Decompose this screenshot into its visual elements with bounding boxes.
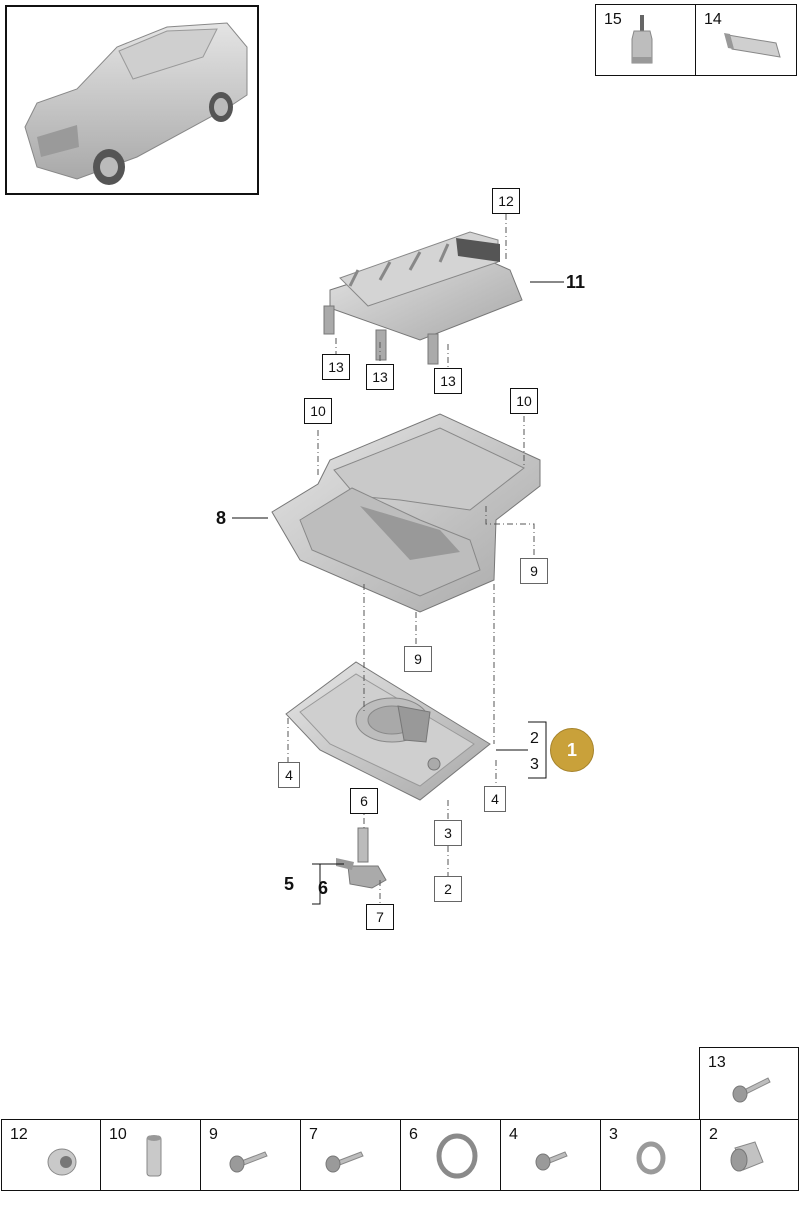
part-number: 4: [509, 1126, 518, 1143]
callout-6a[interactable]: 6: [350, 788, 378, 814]
sleeve-icon: [146, 1135, 162, 1177]
bolt-icon: [325, 1151, 364, 1173]
callout-3a[interactable]: 3: [530, 756, 539, 773]
callout-4b[interactable]: 4: [484, 786, 506, 812]
sealant-tube-icon: [724, 33, 781, 58]
oil-baffle-part: [323, 231, 523, 365]
part-thumb-7[interactable]: 7: [300, 1119, 401, 1191]
part-thumb-2[interactable]: 2: [700, 1119, 799, 1191]
callout-9b[interactable]: 9: [404, 646, 432, 672]
parts-legend-row: 12 10 9 7 6 4: [0, 1119, 800, 1191]
part-number: 12: [10, 1126, 28, 1143]
part-number: 14: [704, 11, 722, 28]
part-thumb-9[interactable]: 9: [200, 1119, 301, 1191]
callout-6b[interactable]: 6: [318, 878, 329, 898]
part-number: 9: [209, 1126, 218, 1143]
callout-1-badge[interactable]: 1: [550, 728, 594, 772]
part-thumb-6[interactable]: 6: [400, 1119, 501, 1191]
sealant-bottle-icon: [631, 15, 653, 64]
callout-5[interactable]: 5: [284, 874, 295, 894]
part-thumb-13[interactable]: 13: [699, 1047, 799, 1121]
vehicle-image-box: [5, 5, 259, 195]
callout-13c[interactable]: 13: [434, 368, 462, 394]
o-ring-icon: [436, 1133, 478, 1179]
part-thumb-14[interactable]: 14: [695, 4, 797, 76]
oil-drain-plug-part: [336, 827, 387, 889]
callout-3b[interactable]: 3: [434, 820, 462, 846]
bolt-icon: [229, 1151, 268, 1173]
part-thumb-10[interactable]: 10: [100, 1119, 201, 1191]
callout-2a[interactable]: 2: [530, 730, 539, 747]
part-thumb-15[interactable]: 15: [595, 4, 697, 76]
callout-10a[interactable]: 10: [304, 398, 332, 424]
washer-icon: [636, 1141, 666, 1175]
nut-icon: [47, 1148, 77, 1176]
plug-icon: [730, 1141, 764, 1172]
part-number: 2: [709, 1126, 718, 1143]
part-thumb-12[interactable]: 12: [1, 1119, 101, 1191]
callout-9a[interactable]: 9: [520, 558, 548, 584]
oil-pan-lower-part: [285, 661, 491, 801]
callout-7[interactable]: 7: [366, 904, 394, 930]
callout-11[interactable]: 11: [566, 272, 586, 292]
bolt-icon: [732, 1077, 771, 1103]
part-thumb-3[interactable]: 3: [600, 1119, 701, 1191]
part-number: 13: [708, 1054, 726, 1071]
callout-12[interactable]: 12: [492, 188, 520, 214]
callout-10b[interactable]: 10: [510, 388, 538, 414]
callout-13a[interactable]: 13: [322, 354, 350, 380]
callout-13b[interactable]: 13: [366, 364, 394, 390]
callout-2b[interactable]: 2: [434, 876, 462, 902]
callout-8[interactable]: 8: [216, 508, 227, 528]
part-number: 7: [309, 1126, 318, 1143]
bolt-icon: [535, 1151, 568, 1171]
part-number: 6: [409, 1126, 418, 1143]
oil-pan-upper-part: [271, 413, 541, 613]
vehicle-icon: [24, 22, 248, 185]
callout-4a[interactable]: 4: [278, 762, 300, 788]
part-number: 15: [604, 11, 622, 28]
part-number: 3: [609, 1126, 618, 1143]
part-thumb-4[interactable]: 4: [500, 1119, 601, 1191]
part-number: 10: [109, 1126, 127, 1143]
